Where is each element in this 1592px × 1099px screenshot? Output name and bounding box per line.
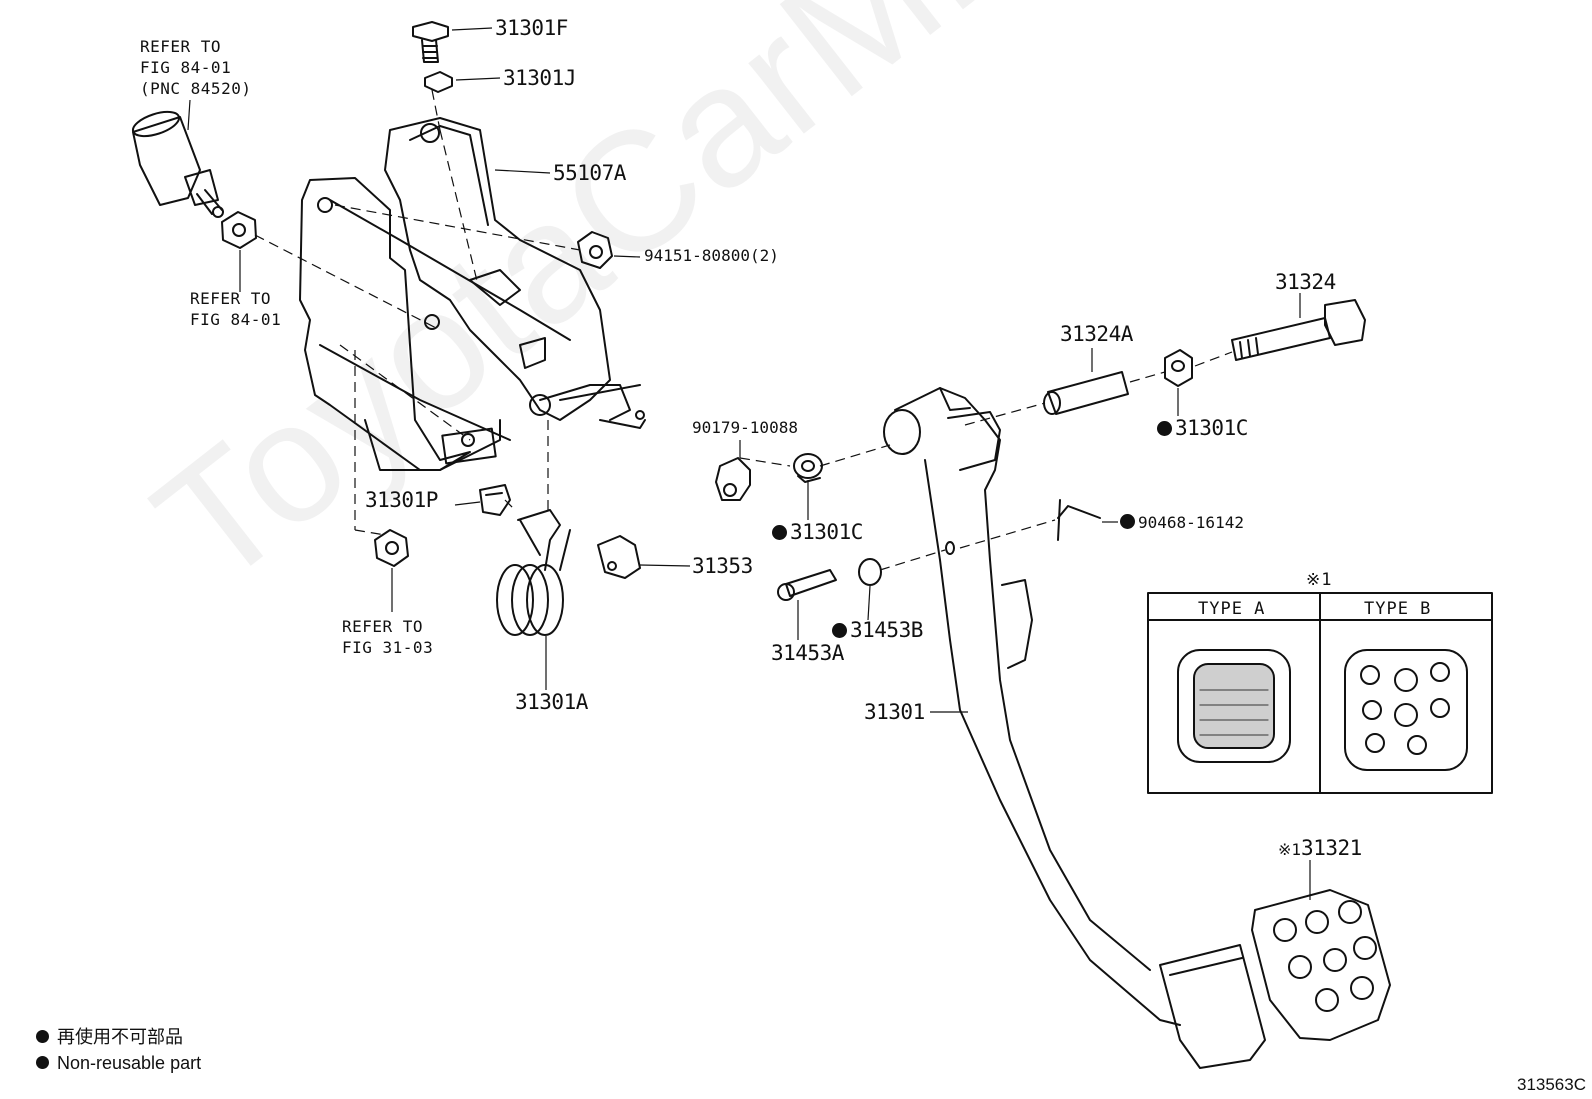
non-reusable-dot-icon [36, 1030, 49, 1043]
label-31301C-mid: 31301C [772, 522, 863, 543]
clip-90468-icon [1057, 499, 1101, 541]
label-90468-16142: 90468-16142 [1120, 514, 1244, 531]
bushing-31301C-top-icon [1164, 349, 1193, 387]
cushion-31353-icon [597, 535, 641, 579]
label-31353: 31353 [692, 554, 753, 578]
type-table-mark: ※1 [1306, 570, 1333, 590]
label-31301: 31301 [864, 700, 925, 724]
bushing-31453B-icon [858, 558, 882, 586]
label-31453B: 31453B [832, 620, 923, 641]
label-31301J: 31301J [503, 66, 576, 90]
label-31453A: 31453A [771, 641, 844, 665]
clutch-pedal-arm-icon [883, 387, 1266, 1069]
label-31301C-top: 31301C [1157, 418, 1248, 439]
clutch-switch-icon [131, 110, 224, 218]
clip-31301P-icon [479, 484, 511, 516]
label-31324A: 31324A [1060, 322, 1133, 346]
pad-type-table [1147, 592, 1493, 794]
nut-94151-icon [577, 231, 613, 269]
pedal-bracket-icon [299, 117, 646, 471]
leader-lines [187, 27, 1311, 900]
bolt-31301F-icon [412, 21, 449, 63]
label-94151-80800: 94151-80800(2) [644, 246, 779, 265]
switch-nut-icon [221, 211, 257, 249]
ref-fig-84-01: REFER TO FIG 84-01 [190, 289, 282, 329]
non-reusable-dot-icon [1120, 514, 1135, 529]
legend-line-en: Non-reusable part [36, 1054, 201, 1072]
type-a-header: TYPE A [1198, 599, 1266, 619]
bushing-31301C-mid-icon [793, 453, 823, 483]
type-b-header: TYPE B [1364, 599, 1432, 619]
label-31324: 31324 [1275, 270, 1336, 294]
pedal-pad-31321-icon [1251, 889, 1391, 1041]
bolt-31324-icon [1231, 299, 1366, 361]
nut-90179-icon [715, 457, 751, 501]
type-footnote-mark: ※1 [1278, 840, 1302, 859]
nut-lower-left-icon [374, 529, 409, 567]
pin-31453A-icon [777, 569, 837, 601]
non-reusable-dot-icon [36, 1056, 49, 1069]
non-reusable-dot-icon [1157, 421, 1172, 436]
assembly-lines [254, 89, 1233, 571]
collar-31324A-icon [1043, 371, 1129, 415]
non-reusable-dot-icon [772, 525, 787, 540]
label-31301P: 31301P [365, 488, 438, 512]
label-55107A: 55107A [553, 161, 626, 185]
legend-line-jp: 再使用不可部品 [36, 1028, 183, 1046]
label-31321: ※131321 [1278, 836, 1362, 860]
spring-31301A-icon [496, 509, 571, 636]
ref-fig-84-01-pnc: REFER TO FIG 84-01 (PNC 84520) [140, 37, 252, 98]
label-31301F: 31301F [495, 16, 568, 40]
non-reusable-dot-icon [832, 623, 847, 638]
ref-fig-31-03: REFER TO FIG 31-03 [342, 617, 434, 657]
label-90179-10088: 90179-10088 [692, 418, 798, 437]
label-31301A: 31301A [515, 690, 588, 714]
figure-number: 313563C [1516, 1075, 1586, 1094]
nut-31301J-icon [424, 71, 453, 93]
